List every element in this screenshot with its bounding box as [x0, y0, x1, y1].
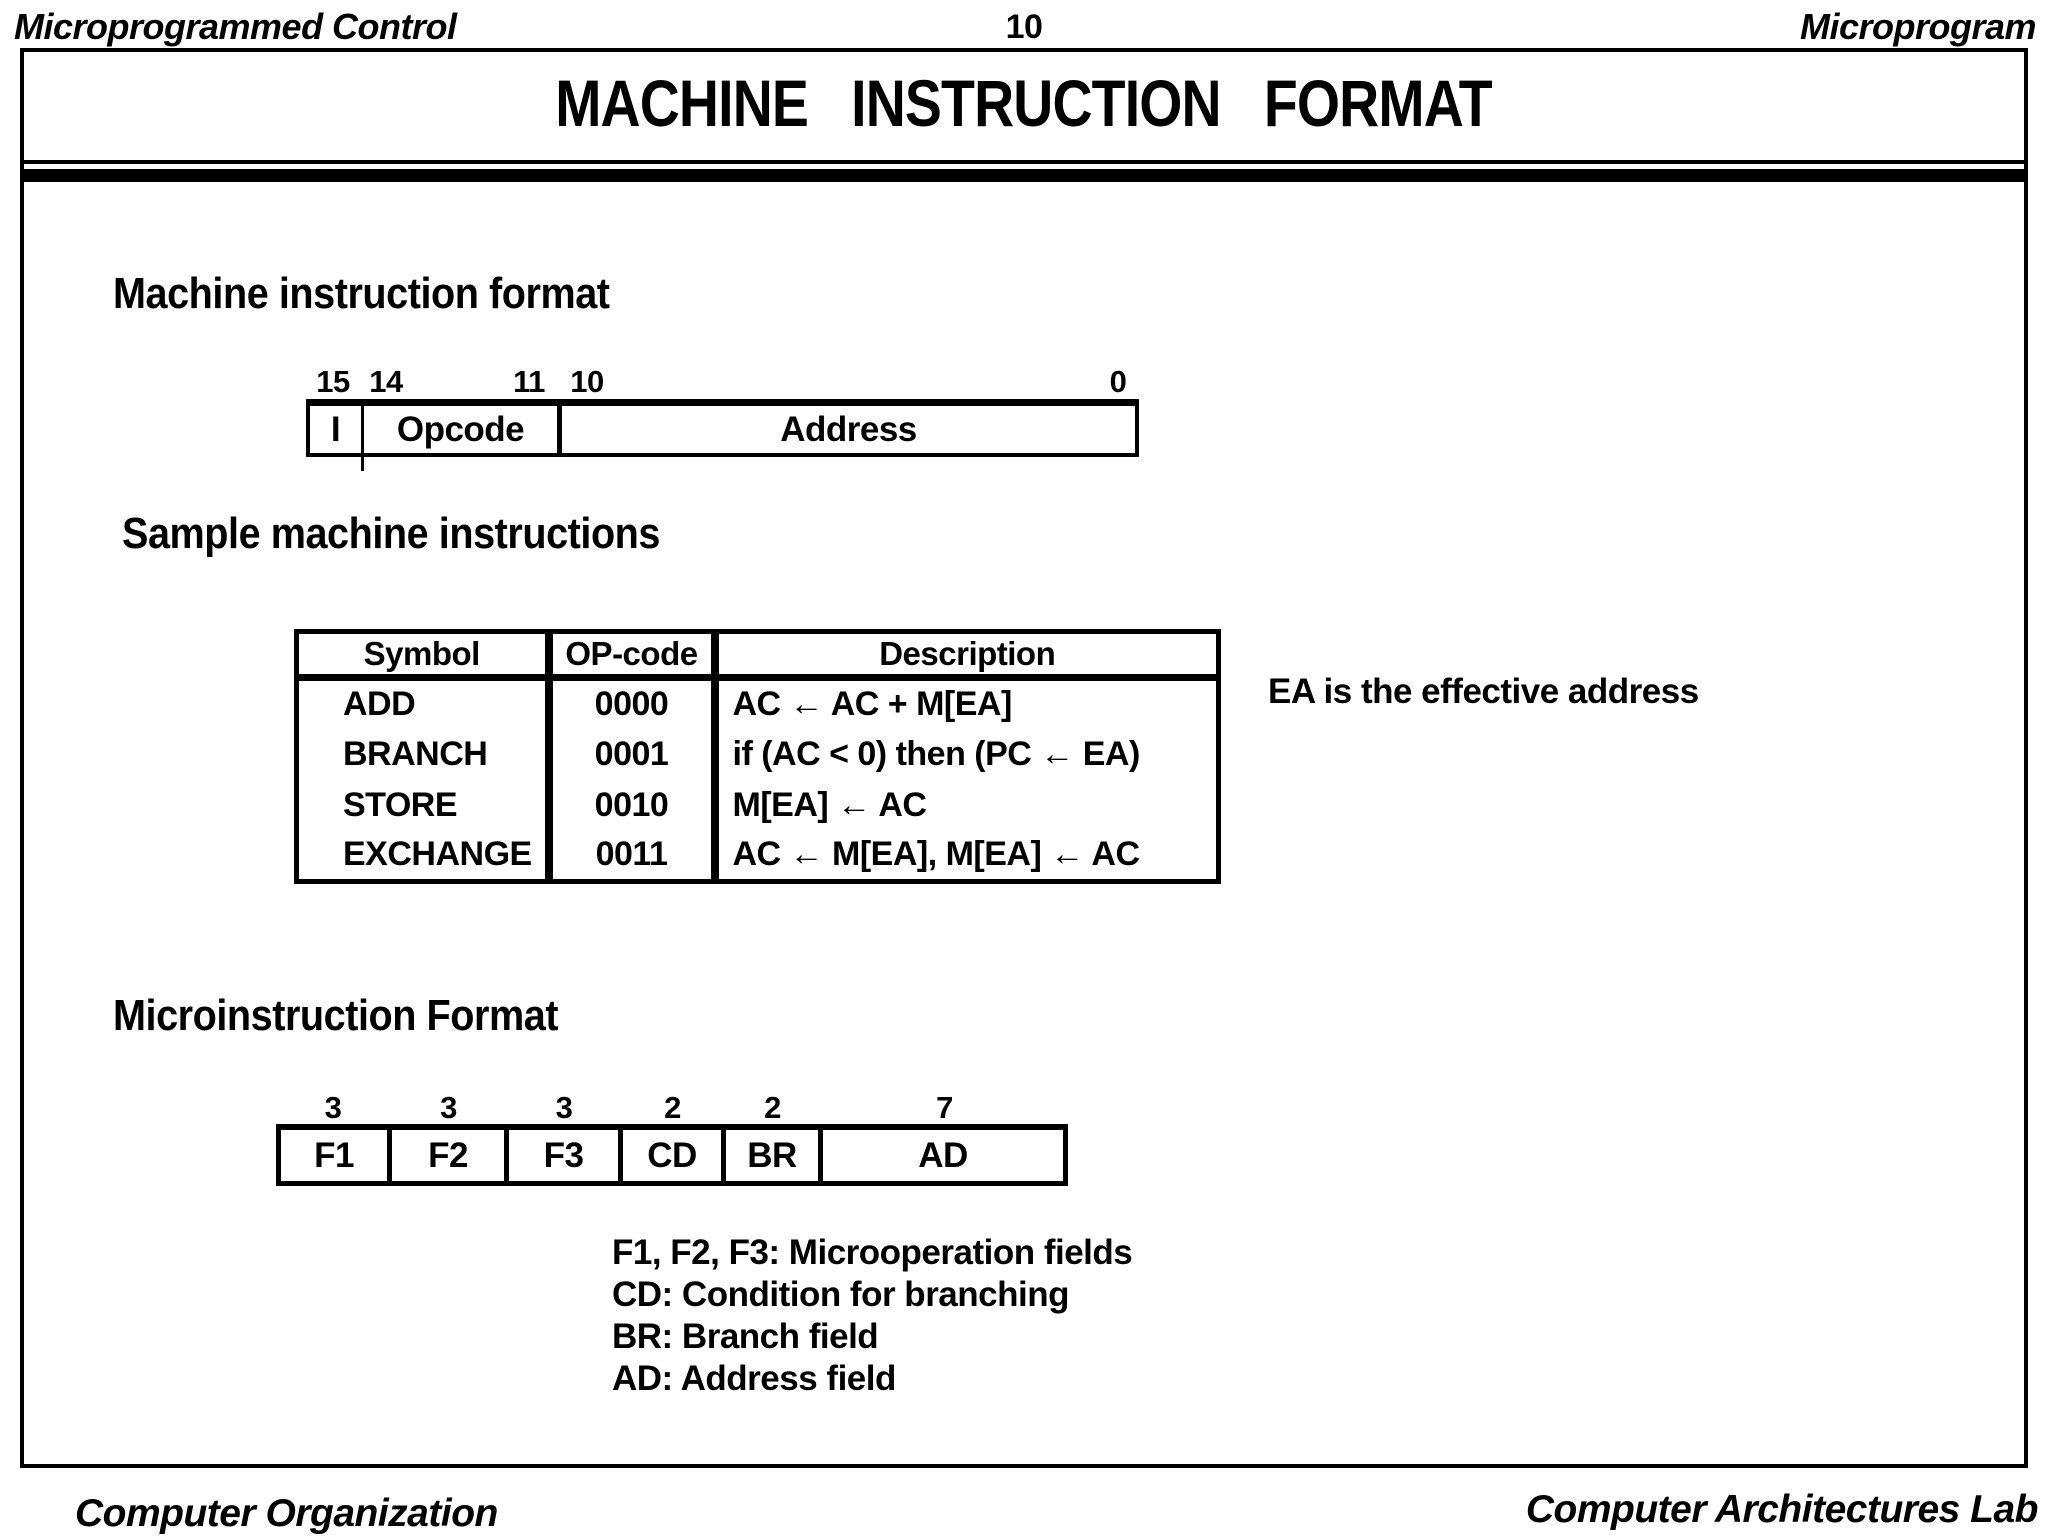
table-row: STORE 0010 M[EA] ← AC [297, 779, 1219, 831]
cell-opcode: 0000 [544, 677, 719, 729]
bit-label-14: 14 [369, 364, 403, 399]
bit-width-br: 2 [764, 1090, 781, 1125]
cell-opcode: 0001 [544, 728, 719, 780]
cell-description: AC ← M[EA], M[EA] ← AC [732, 835, 1141, 874]
header-section-title: Microprogram [1799, 6, 2037, 47]
footer-course-name: Computer Organization [75, 1492, 498, 1535]
cell-opcode: 0011 [544, 830, 719, 882]
slide-title: MACHINE INSTRUCTION FORMAT [0, 70, 2048, 136]
legend-line-ad: AD: Address field [612, 1359, 896, 1398]
field-cell-i: I [310, 406, 364, 453]
cell-description: M[EA] ← AC [732, 785, 927, 824]
machine-format-heading: Machine instruction format [113, 269, 610, 318]
field-cell-f1: F1 [281, 1130, 392, 1181]
cell-symbol: ADD [343, 685, 416, 724]
column-header-symbol: Symbol [296, 631, 549, 681]
sample-instructions-table: Symbol OP-code Description ADD 0000 AC ←… [294, 629, 1221, 884]
bit-label-11: 11 [513, 364, 545, 399]
bit-label-10: 10 [570, 364, 604, 399]
title-divider-thick [22, 169, 2026, 182]
field-cell-br: BR [726, 1130, 823, 1181]
cell-symbol: BRANCH [343, 734, 488, 773]
microinstruction-format-heading: Microinstruction Format [113, 991, 559, 1040]
slide-title-text: MACHINE INSTRUCTION FORMAT [555, 66, 1493, 140]
column-header-opcode: OP-code [544, 631, 719, 681]
table-row: EXCHANGE 0011 AC ← M[EA], M[EA] ← AC [297, 830, 1219, 882]
header-chapter-title: Microprogrammed Control [14, 6, 457, 47]
page-number: 10 [1005, 8, 1043, 46]
legend-line-br: BR: Branch field [612, 1317, 879, 1356]
bit-label-0: 0 [1109, 364, 1127, 399]
cell-symbol: STORE [343, 785, 458, 824]
cell-symbol: EXCHANGE [343, 835, 532, 874]
legend-line-f-fields: F1, F2, F3: Microoperation fields [612, 1233, 1133, 1272]
legend-line-cd: CD: Condition for branching [612, 1275, 1069, 1314]
bit-label-15: 15 [316, 364, 350, 399]
effective-address-note: EA is the effective address [1268, 672, 1699, 711]
field-cell-address: Address [780, 409, 917, 449]
field-cell-opcode: Opcode [364, 406, 562, 453]
field-cell-cd: CD [623, 1130, 726, 1181]
cell-description: if (AC < 0) then (PC ← EA) [732, 734, 1141, 773]
machine-instruction-field-diagram: I Opcode Address [306, 399, 1139, 457]
bit-width-f2: 3 [440, 1090, 457, 1125]
microinstruction-field-diagram: F1 F2 F3 CD BR AD [276, 1124, 1068, 1186]
sample-instructions-heading: Sample machine instructions [122, 509, 661, 558]
footer-lab-name: Computer Architectures Lab [1525, 1488, 2039, 1531]
bit-width-f1: 3 [324, 1090, 342, 1125]
title-divider-thin [22, 160, 2026, 164]
bit-width-ad: 7 [936, 1090, 953, 1125]
field-cell-ad: AD [918, 1135, 968, 1175]
content-border [20, 48, 2028, 1468]
column-header-description: Description [714, 631, 1219, 681]
i-field-divider-tick [361, 455, 364, 471]
table-row: ADD 0000 AC ← AC + M[EA] [297, 677, 1219, 729]
table-header-row: Symbol OP-code Description [296, 631, 1219, 681]
table-row: BRANCH 0001 if (AC < 0) then (PC ← EA) [297, 728, 1219, 780]
bit-width-cd: 2 [664, 1090, 681, 1125]
field-cell-f2: F2 [392, 1130, 509, 1181]
cell-opcode: 0010 [544, 779, 719, 831]
field-legend: F1, F2, F3: Microoperation fields CD: Co… [612, 1232, 1133, 1400]
bit-width-f3: 3 [555, 1090, 573, 1125]
microinstruction-bit-widths: 3 3 3 2 2 7 [276, 1090, 1068, 1126]
cell-description: AC ← AC + M[EA] [732, 685, 1013, 724]
field-cell-f3: F3 [509, 1130, 623, 1181]
